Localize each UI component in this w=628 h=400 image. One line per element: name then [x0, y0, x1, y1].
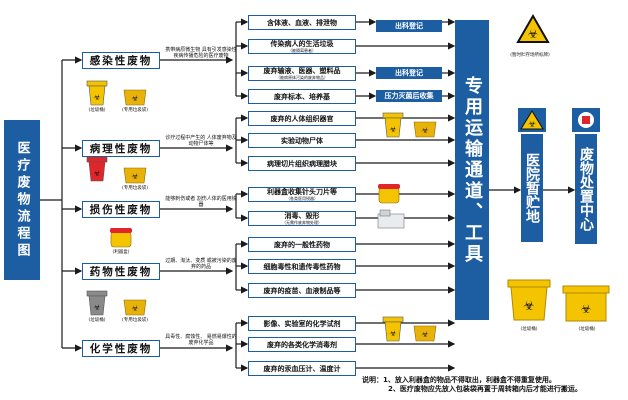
waste-item-12: 废弃的疫苗、血液制品等	[248, 283, 356, 298]
svg-text:☣: ☣	[389, 125, 397, 134]
svg-text:☣: ☣	[389, 329, 397, 338]
disposal-sign-icon	[572, 108, 600, 132]
notes: 说明：1、放入利器盒的物品不得取出，利器盒不得重复使用。 2、医疗废物应先放入包…	[362, 376, 582, 394]
waste-item-label: 影像、实验室的化学试剂	[263, 319, 341, 328]
waste-item-label: 废弃的人体组织器官	[270, 114, 334, 123]
svg-text:☣: ☣	[93, 303, 101, 312]
category-2: 病理性废物	[82, 140, 160, 157]
svg-text:☣: ☣	[93, 93, 101, 102]
pharma-bag-caption: (专用垃圾袋)	[121, 318, 148, 323]
note-line-1: 说明：1、放入利器盒的物品不得取出，利器盒不得重复使用。	[362, 376, 556, 384]
category-5: 化学性废物	[82, 340, 160, 357]
category-note-2: 诊疗过程中产生的 人体废弃物及动物尸体等	[165, 135, 237, 147]
waste-item-label: 废弃的一般性药物	[274, 240, 330, 249]
waste-item-1: 含体液、血液、排泄物	[248, 15, 356, 30]
category-note-3: 能够刺伤或者 割伤人体的医用锐器	[165, 196, 237, 208]
pharma-bin-icon: ☣	[86, 290, 108, 320]
process-tag-2: 出科登记	[376, 67, 442, 79]
waste-item-6: 实验动物尸体	[248, 133, 356, 148]
waste-item-10: 废弃的一般性药物	[248, 237, 356, 252]
waste-item-label: 细胞毒性和遗传毒性药物	[263, 262, 341, 271]
waste-item-sublabel: （各类医用锐器）	[286, 196, 318, 201]
waste-item-sublabel: （被病原体污染的废弃物品）	[276, 75, 328, 80]
biohazard-warning-sign-icon: ☣	[516, 14, 550, 43]
waste-item-label: 废弃的汞血压计、温度计	[263, 364, 341, 373]
waste-item-14: 废弃的各类化学消毒剂	[248, 337, 356, 352]
item-sharps-icon	[376, 182, 402, 208]
svg-text:☣: ☣	[131, 304, 139, 313]
storage-bin-caption: (垃圾桶)	[520, 327, 538, 332]
category-3: 损伤性废物	[82, 201, 160, 218]
waste-item-label: 废弃输液、医器、塑料品	[263, 67, 341, 75]
waste-item-label: 利器盒收集针头刀片等	[267, 188, 337, 196]
svg-text:☣: ☣	[131, 94, 139, 103]
item-bag-chemical-icon: ☣	[412, 322, 438, 346]
waste-item-label: 传染病人的生活垃圾	[270, 40, 334, 48]
waste-item-sublabel: （无需作废弃物处理）	[282, 220, 322, 225]
svg-text:☣: ☣	[93, 169, 101, 178]
infectious-bag-icon: ☣	[122, 86, 148, 110]
process-tag-3: 压力灭菌后收集	[376, 90, 442, 102]
infectious-bag-caption: (专用垃圾袋)	[121, 108, 148, 113]
waste-item-2: 传染病人的生活垃圾（被隔离患者）	[248, 39, 356, 54]
item-bin-chemical-icon: ☣	[382, 316, 404, 346]
svg-text:☣: ☣	[528, 120, 536, 130]
sharps-box-icon	[108, 226, 134, 252]
pharma-bag-icon: ☣	[122, 296, 148, 320]
storage-large-bin-icon: ☣	[507, 279, 551, 321]
transport-box: 专用运输通道、工具	[455, 20, 489, 320]
waste-item-label: 废弃标本、培养基	[274, 92, 330, 101]
waste-item-8: 利器盒收集针头刀片等（各类医用锐器）	[248, 187, 356, 202]
category-1: 感染性废物	[82, 52, 160, 69]
waste-item-9: 消毒、毁形（无需作废弃物处理）	[248, 211, 356, 226]
storage-biohazard-sign-icon: ☣	[518, 108, 546, 132]
waste-item-15: 废弃的汞血压计、温度计	[248, 361, 356, 376]
waste-item-13: 影像、实验室的化学试剂	[248, 316, 356, 331]
disposal-box: 废物处置中心	[575, 134, 597, 244]
waste-item-sublabel: （被隔离患者）	[288, 48, 316, 53]
item-destroyer-icon	[376, 208, 406, 234]
waste-item-label: 病理切片组织病理腊块	[267, 159, 337, 168]
pathological-bin-icon: ☣	[86, 156, 108, 186]
waste-item-label: 实验动物尸体	[281, 136, 323, 145]
category-note-4: 过期、淘汰、变质 或被污染的废弃的药品	[165, 258, 237, 270]
warning-sign-caption: (暂时贮存场所标牌)	[510, 53, 550, 58]
infectious-bin-icon: ☣	[86, 80, 108, 110]
svg-text:☣: ☣	[421, 126, 429, 135]
waste-item-label: 消毒、毁形	[284, 212, 320, 220]
item-bag-pathology-icon: ☣	[412, 118, 438, 142]
svg-text:☣: ☣	[528, 27, 539, 41]
infectious-bin-caption: (垃圾桶)	[88, 108, 106, 113]
storage-box: 医院暂贮地	[521, 134, 543, 242]
svg-text:☣: ☣	[131, 172, 139, 181]
disposal-bin-caption: (垃圾桶)	[578, 327, 596, 332]
waste-item-label: 废弃的各类化学消毒剂	[267, 340, 337, 349]
flow-title-box: 医疗废物流程图	[4, 120, 40, 280]
svg-text:☣: ☣	[581, 302, 592, 316]
svg-text:☣: ☣	[523, 299, 535, 314]
waste-item-7: 病理切片组织病理腊块	[248, 156, 356, 171]
disposal-large-bin-icon: ☣	[562, 285, 610, 322]
category-note-1: 携带病原微生物 具有引发感染性疾病传播危险的医疗废物	[165, 47, 237, 59]
pathological-bag-caption: (专用垃圾袋)	[121, 186, 148, 191]
sharps-box-caption: (利器盒)	[112, 250, 130, 255]
process-tag-1: 出科登记	[376, 20, 442, 32]
category-note-5: 具毒性、腐蚀性、 易燃易爆性的废弃化学品	[165, 334, 237, 346]
svg-text:☣: ☣	[421, 330, 429, 339]
waste-item-4: 废弃标本、培养基	[248, 89, 356, 104]
waste-item-3: 废弃输液、医器、塑料品（被病原体污染的废弃物品）	[248, 66, 356, 81]
category-4: 药物性废物	[82, 263, 160, 280]
pharma-bin-caption: (垃圾桶)	[88, 318, 106, 323]
item-bin-pathology-icon: ☣	[382, 112, 404, 142]
waste-item-label: 废弃的疫苗、血液制品等	[263, 286, 341, 295]
waste-item-label: 含体液、血液、排泄物	[267, 18, 337, 27]
pathological-bag-icon: ☣	[122, 164, 148, 188]
note-line-2: 2、医疗废物应先放入包装袋再置于周转箱内后才能进行搬运。	[388, 385, 582, 393]
waste-item-11: 细胞毒性和遗传毒性药物	[248, 259, 356, 274]
waste-item-5: 废弃的人体组织器官	[248, 111, 356, 126]
